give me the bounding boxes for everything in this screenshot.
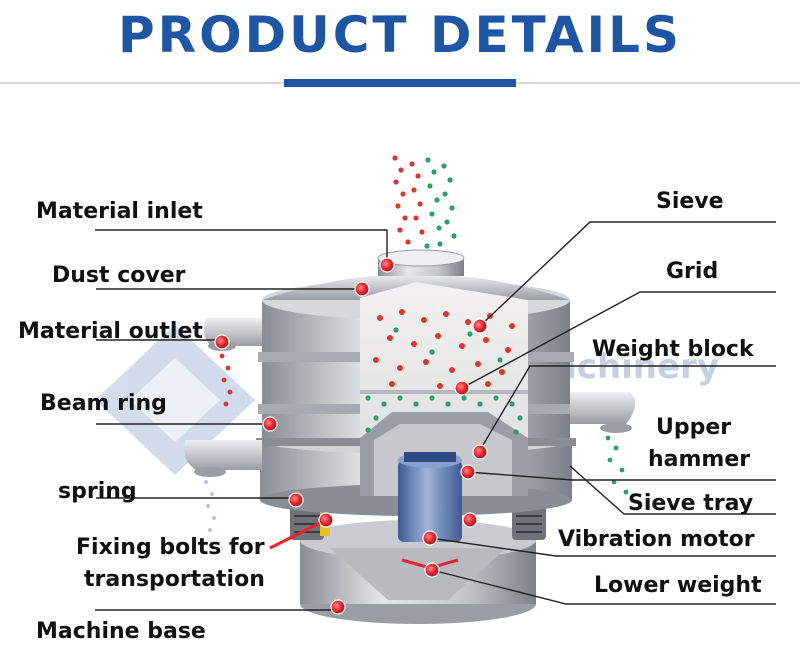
marker-material-inlet [379, 257, 395, 273]
fixing-bolt-pointer [269, 518, 327, 550]
marker-beam-ring [262, 416, 278, 432]
label-grid: Grid [666, 259, 718, 284]
sieve-particles [365, 309, 523, 435]
label-sieve-tray: Sieve tray [628, 491, 753, 516]
label-fixing-bolts-line2: transportation [84, 567, 265, 592]
labels-left: Material inlet Dust cover Material outle… [18, 199, 265, 644]
label-material-inlet: Material inlet [36, 199, 203, 224]
leader-lines [95, 221, 776, 611]
label-vibration-motor: Vibration motor [558, 527, 755, 552]
page-title: PRODUCT DETAILS [117, 6, 683, 64]
marker-fixing-bolts [318, 512, 334, 528]
labels-right: Sieve Grid Weight block Upper hammer Sie… [558, 189, 762, 598]
title-underline-bar [284, 79, 516, 87]
label-fixing-bolts-line1: Fixing bolts for [76, 535, 265, 560]
marker-upper-hammer [460, 464, 476, 480]
marker-material-outlet [214, 334, 230, 350]
label-weight-block: Weight block [592, 337, 755, 362]
label-machine-base: Machine base [36, 619, 206, 644]
marker-weight-block [472, 444, 488, 460]
outlet-particles [204, 353, 629, 532]
marker-dust-cover [354, 281, 370, 297]
marker-machine-base [330, 599, 346, 615]
watermark-logo [95, 325, 255, 475]
label-dust-cover: Dust cover [52, 263, 186, 288]
marker-sieve [472, 318, 488, 334]
label-sieve: Sieve [656, 189, 724, 214]
label-beam-ring: Beam ring [40, 391, 167, 416]
label-upper-hammer-line1: Upper [656, 415, 731, 440]
label-upper-hammer-line2: hammer [648, 447, 750, 472]
marker-sieve-tray [462, 512, 478, 528]
marker-vibration-motor [422, 530, 438, 546]
callout-markers [214, 257, 488, 615]
marker-spring [288, 492, 304, 508]
label-material-outlet: Material outlet [18, 319, 203, 344]
inlet-particles [392, 155, 457, 249]
label-spring: spring [58, 479, 137, 504]
marker-grid [454, 380, 470, 396]
vibration-motor [398, 452, 462, 570]
label-lower-weight: Lower weight [594, 573, 762, 598]
marker-lower-weight [424, 562, 440, 578]
